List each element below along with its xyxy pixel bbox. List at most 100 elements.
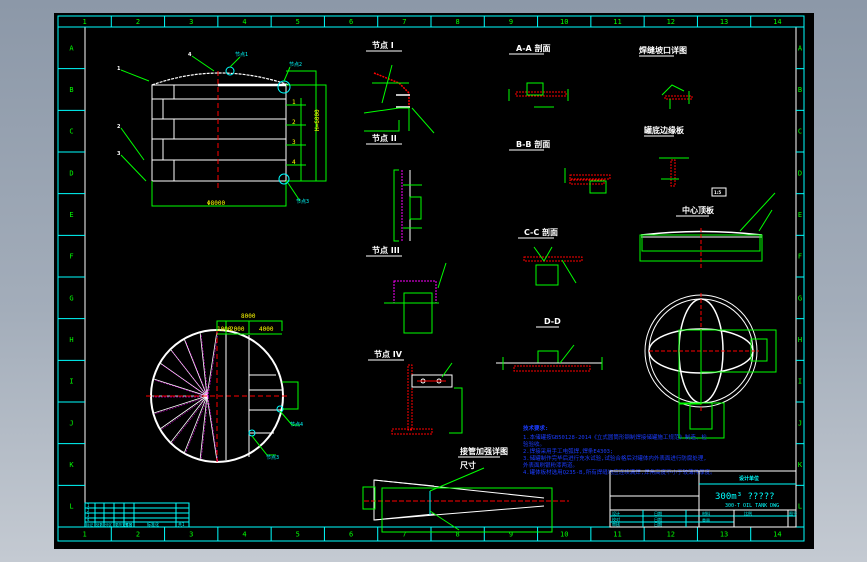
center-plate-plan[interactable] bbox=[644, 293, 777, 439]
right-zone-label-J: J bbox=[798, 419, 802, 427]
plate-ray-hidden bbox=[171, 350, 209, 398]
leader-line bbox=[191, 55, 215, 72]
bottom-zone-label-2: 2 bbox=[136, 531, 140, 539]
section-cc[interactable]: C-C 剖面 bbox=[518, 227, 583, 286]
plate-ray bbox=[184, 339, 208, 397]
svg-text:1:5: 1:5 bbox=[714, 190, 721, 195]
bottom-zone-label-12: 12 bbox=[667, 531, 675, 539]
part-label: 2 bbox=[117, 124, 121, 130]
top-zone-label-10: 10 bbox=[560, 18, 568, 26]
bottom-plate-detail[interactable]: 罐底边缘板 1:5 bbox=[643, 125, 727, 197]
plate-ray-hidden bbox=[155, 396, 209, 415]
title-block[interactable]: 设计单位 300m³ ????? 300-T OIL TANK DWG 设计 校… bbox=[609, 470, 797, 528]
rev-header: 标记 bbox=[86, 522, 93, 527]
plate-ray bbox=[184, 395, 208, 453]
weld-detail-title: 焊缝坡口详图 bbox=[639, 45, 687, 55]
right-zone-label-D: D bbox=[798, 169, 802, 177]
tb-sheet: 图号 bbox=[789, 510, 797, 516]
plate-ray-hidden bbox=[161, 396, 209, 430]
tb-row-label: 设计 bbox=[612, 510, 620, 516]
nozzle-detail[interactable]: 接管加强详图 尺寸 bbox=[362, 446, 569, 533]
bottom-zone-label-9: 9 bbox=[509, 531, 513, 539]
left-zone-label-K: K bbox=[69, 461, 74, 469]
detail-3[interactable]: 节点 III bbox=[366, 245, 447, 334]
center-plate-elevation[interactable]: 中心顶板 bbox=[639, 192, 776, 269]
section-aa[interactable]: A-A 剖面 bbox=[508, 43, 569, 108]
right-zone-label-K: K bbox=[798, 461, 803, 469]
weld-groove-detail[interactable]: 焊缝坡口详图 bbox=[639, 45, 693, 109]
leader-line bbox=[287, 182, 301, 202]
anchor-chair bbox=[411, 374, 453, 388]
left-zone-label-A: A bbox=[69, 44, 74, 52]
plate-ray-hidden bbox=[171, 396, 209, 444]
outer-frame bbox=[57, 15, 805, 542]
detail-circle-3[interactable] bbox=[225, 66, 235, 76]
top-zone-label-8: 8 bbox=[456, 18, 460, 26]
detail-1[interactable]: 节点 I bbox=[363, 40, 435, 134]
section-scale-box bbox=[711, 187, 727, 197]
section-aa-title: A-A 剖面 bbox=[516, 43, 551, 53]
right-zone-label-A: A bbox=[798, 44, 803, 52]
detail-4[interactable]: 节点 IV bbox=[368, 349, 463, 435]
top-zone-label-2: 2 bbox=[136, 18, 140, 26]
bottom-zone-label-14: 14 bbox=[773, 531, 781, 539]
plan-dim-c: 4000 bbox=[259, 326, 274, 333]
left-zone-label-C: C bbox=[69, 128, 73, 136]
left-zone-label-H: H bbox=[69, 336, 73, 344]
notes-title: 技术要求: bbox=[523, 424, 548, 432]
plate-ray-hidden bbox=[207, 331, 219, 398]
callout-label: 节点4 bbox=[290, 422, 303, 428]
bottom-zone-label-5: 5 bbox=[296, 531, 300, 539]
top-zone-label-12: 12 bbox=[667, 18, 675, 26]
left-zone-label-F: F bbox=[69, 253, 73, 261]
bottom-plate-rays bbox=[152, 330, 219, 463]
course-label: 1 bbox=[292, 99, 296, 106]
notes-line: 验验收。 bbox=[523, 440, 545, 448]
tank-elevation-view[interactable]: Φ8000 H=6000 1 2 3 4 节点1 节点2 节点3 1 2 3 4 bbox=[117, 52, 327, 207]
detail-2-title: 节点 II bbox=[372, 133, 397, 143]
leader-line bbox=[229, 56, 241, 68]
plate-ray bbox=[160, 395, 208, 429]
weld-plate bbox=[515, 91, 567, 97]
bottom-zone-label-7: 7 bbox=[402, 531, 406, 539]
drawing-name-en: 300-T OIL TANK DWG bbox=[725, 503, 779, 509]
detail-4-title: 节点 IV bbox=[374, 349, 403, 359]
plan-dim-b: 2000 bbox=[230, 326, 245, 333]
section-dd-title: D-D bbox=[544, 317, 561, 326]
callout-label: 节点1 bbox=[235, 52, 248, 58]
top-zone-label-1: 1 bbox=[83, 18, 87, 26]
nozzle-detail-title: 接管加强详图 bbox=[460, 446, 508, 456]
section-bb[interactable]: B-B 剖面 bbox=[509, 139, 611, 194]
notes-line: 1.本储罐按GB50128-2014《立式圆筒形钢制焊接储罐施工规范》制造、检 bbox=[523, 433, 707, 441]
left-zone-label-B: B bbox=[69, 86, 73, 94]
section-dd[interactable]: D-D bbox=[496, 317, 603, 372]
right-zone-label-G: G bbox=[798, 294, 802, 302]
shell-plate bbox=[407, 364, 413, 431]
detail-2[interactable]: 节点 II bbox=[366, 133, 422, 242]
rev-header: 更改文件号 bbox=[115, 522, 133, 527]
section-bb-title: B-B 剖面 bbox=[516, 139, 550, 149]
tb-row-label: 校对 bbox=[612, 516, 620, 522]
top-zone-label-9: 9 bbox=[509, 18, 513, 26]
revision-table[interactable]: 1 2 3 4 标记 处数 分区 更改文件号 签名 标准化 共1 bbox=[84, 502, 190, 528]
right-zone-label-B: B bbox=[798, 86, 802, 94]
left-zone-label-L: L bbox=[69, 503, 73, 511]
plate-ray-hidden bbox=[200, 396, 209, 460]
rev-footer: 标准化 bbox=[147, 521, 159, 527]
plate-ray-hidden bbox=[185, 340, 209, 398]
rev-header: 处数 bbox=[96, 522, 103, 527]
bottom-zone-label-10: 10 bbox=[560, 531, 568, 539]
bottom-zone-label-6: 6 bbox=[349, 531, 353, 539]
detail-circle-2[interactable] bbox=[278, 173, 290, 185]
plate-ray bbox=[206, 330, 218, 397]
left-zone-label-D: D bbox=[69, 169, 73, 177]
tank-plan-view[interactable]: 8000 1000 2000 4000 节点4 节点3 bbox=[146, 313, 303, 463]
course-label: 2 bbox=[292, 119, 296, 126]
center-plate-title: 中心顶板 bbox=[682, 205, 715, 215]
tb-scale: 比例 bbox=[744, 510, 752, 516]
plan-detail-circle[interactable] bbox=[276, 405, 284, 413]
top-zone-label-13: 13 bbox=[720, 18, 728, 26]
notes-line: 外表面刷银粉漆两道。 bbox=[523, 461, 578, 469]
